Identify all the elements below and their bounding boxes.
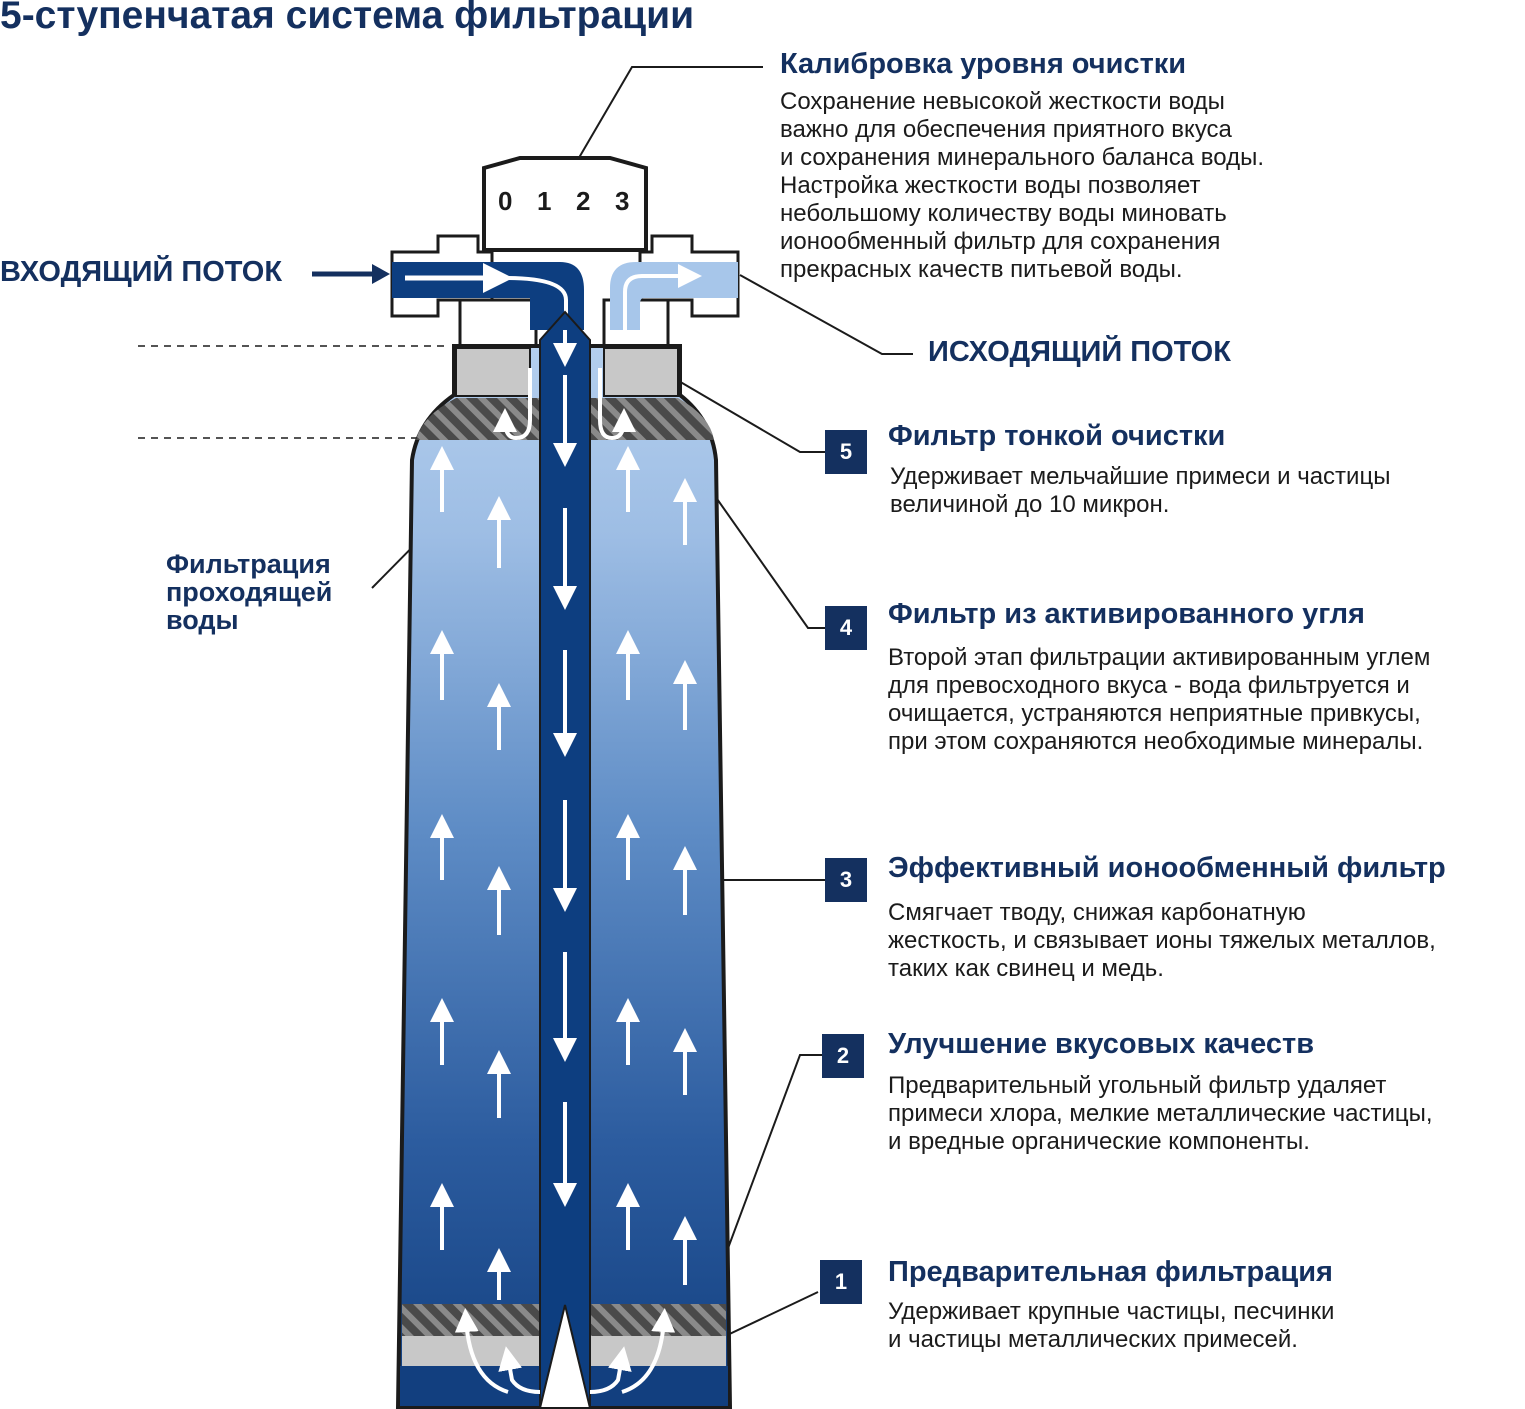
outflow-label: ИСХОДЯЩИЙ ПОТОК: [928, 336, 1231, 368]
stage-text-line: для превосходного вкуса - вода фильтрует…: [888, 672, 1410, 699]
stage-2-badge: 2: [822, 1034, 864, 1078]
stage-text-line: таких как свинец и медь.: [888, 955, 1164, 982]
filtration-label-line: воды: [166, 605, 239, 635]
stage-text-line: Удерживает мельчайшие примеси и частицы: [890, 463, 1391, 490]
stage-4-heading: Фильтр из активированного угля: [888, 598, 1365, 630]
stage-text-line: примеси хлора, мелкие металлические част…: [888, 1100, 1433, 1127]
dial-number-2: 2: [576, 186, 591, 216]
stage-text-line: Смягчает тводу, снижая карбонатную: [888, 899, 1306, 926]
stage-5-badge: 5: [825, 430, 867, 474]
calibration-text-line: небольшому количеству воды миновать: [780, 200, 1227, 227]
calibration-text-line: Настройка жесткости воды позволяет: [780, 172, 1201, 199]
dial-number-1: 1: [537, 186, 552, 216]
stage-1-badge: 1: [820, 1260, 862, 1304]
calibration-text-line: Сохранение невысокой жесткости воды: [780, 88, 1225, 115]
stage-1-text: Удерживает крупные частицы, песчинки и ч…: [888, 1298, 1334, 1354]
stage-text-line: и частицы металлических примесей.: [888, 1326, 1298, 1353]
outlet-pipe: [610, 262, 738, 330]
stage-3-heading: Эффективный ионообменный фильтр: [888, 852, 1446, 884]
filtration-label: Фильтрация проходящей воды: [166, 550, 332, 634]
stage-text-line: Удерживает крупные частицы, песчинки: [888, 1298, 1335, 1325]
stage-2-heading: Улучшение вкусовых качеств: [888, 1028, 1315, 1060]
bottom-cone: [538, 1304, 592, 1409]
stage-text-line: величиной до 10 микрон.: [890, 491, 1170, 518]
stage-text-line: и вредные органические компоненты.: [888, 1128, 1310, 1155]
calibration-heading: Калибровка уровня очистки: [780, 48, 1187, 80]
calibration-text-line: ионообменный фильтр для сохранения: [780, 228, 1221, 255]
calibration-text: Сохранение невысокой жесткости воды важн…: [780, 88, 1264, 284]
stage-2-text: Предварительный угольный фильтр удаляет …: [888, 1072, 1433, 1156]
stage-5-heading: Фильтр тонкой очистки: [888, 420, 1226, 452]
calibration-text-line: и сохранения минерального баланса воды.: [780, 144, 1264, 171]
stage-2-carbon-band: [402, 1304, 540, 1336]
stage-4-carbon-band: [416, 398, 540, 440]
stage-3-text: Смягчает тводу, снижая карбонатную жестк…: [888, 899, 1436, 983]
dial-housing: [482, 156, 648, 252]
leader-calibration: [565, 66, 763, 181]
filtration-label-line: Фильтрация: [166, 549, 331, 579]
stage-text-line: Предварительный угольный фильтр удаляет: [888, 1072, 1387, 1099]
inflow-label: ВХОДЯЩИЙ ПОТОК: [0, 256, 283, 288]
stage-4-text: Второй этап фильтрации активированным уг…: [888, 644, 1430, 756]
stage-5-fine-filter: [455, 347, 531, 397]
leader-outflow: [739, 274, 913, 355]
stage-3-badge: 3: [825, 858, 867, 902]
stage-5-text: Удерживает мельчайшие примеси и частицы …: [890, 463, 1390, 519]
stage-text-line: очищается, устраняются неприятные привку…: [888, 700, 1421, 727]
leader-stage-5: [659, 369, 825, 453]
stage-text-line: Второй этап фильтрации активированным уг…: [888, 644, 1431, 671]
stage-text-line: жесткость, и связывает ионы тяжелых мета…: [888, 927, 1436, 954]
calibration-text-line: важно для обеспечения приятного вкуса: [780, 116, 1232, 143]
filtration-label-line: проходящей: [166, 577, 333, 607]
dial-number-0: 0: [498, 186, 513, 216]
stage-text-line: при этом сохраняются необходимые минерал…: [888, 728, 1424, 755]
calibration-text-line: прекрасных качеств питьевой воды.: [780, 256, 1183, 283]
stage-1-heading: Предварительная фильтрация: [888, 1256, 1333, 1288]
page-title: 5-ступенчатая система фильтрации: [0, 0, 695, 37]
dial-number-3: 3: [615, 186, 630, 216]
stage-4-badge: 4: [825, 606, 867, 650]
leader-stage-2: [704, 1054, 822, 1311]
